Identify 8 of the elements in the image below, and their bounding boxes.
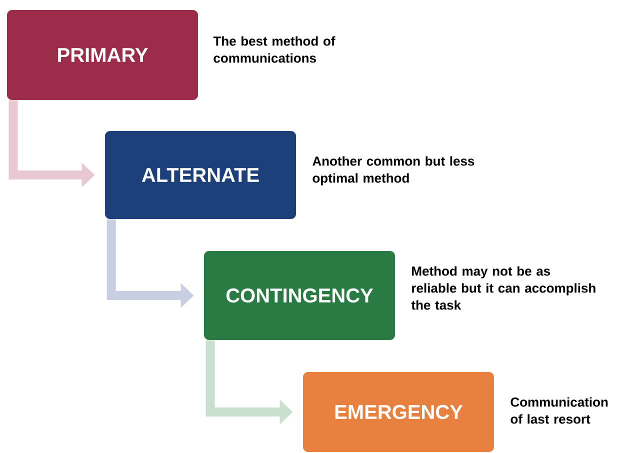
description-text: Another common but less optimal method bbox=[312, 156, 474, 186]
description-text: Method may not be as reliable but it can accomplish the task bbox=[411, 266, 596, 310]
description-text: The best method of communications bbox=[213, 36, 336, 63]
stage-box: PRIMARY bbox=[7, 10, 198, 100]
stage-box: EMERGENCY bbox=[303, 372, 494, 452]
description-text: Communication of last resort bbox=[510, 397, 608, 424]
stage-box: CONTINGENCY bbox=[204, 251, 395, 340]
stage-box: ALTERNATE bbox=[105, 131, 296, 219]
